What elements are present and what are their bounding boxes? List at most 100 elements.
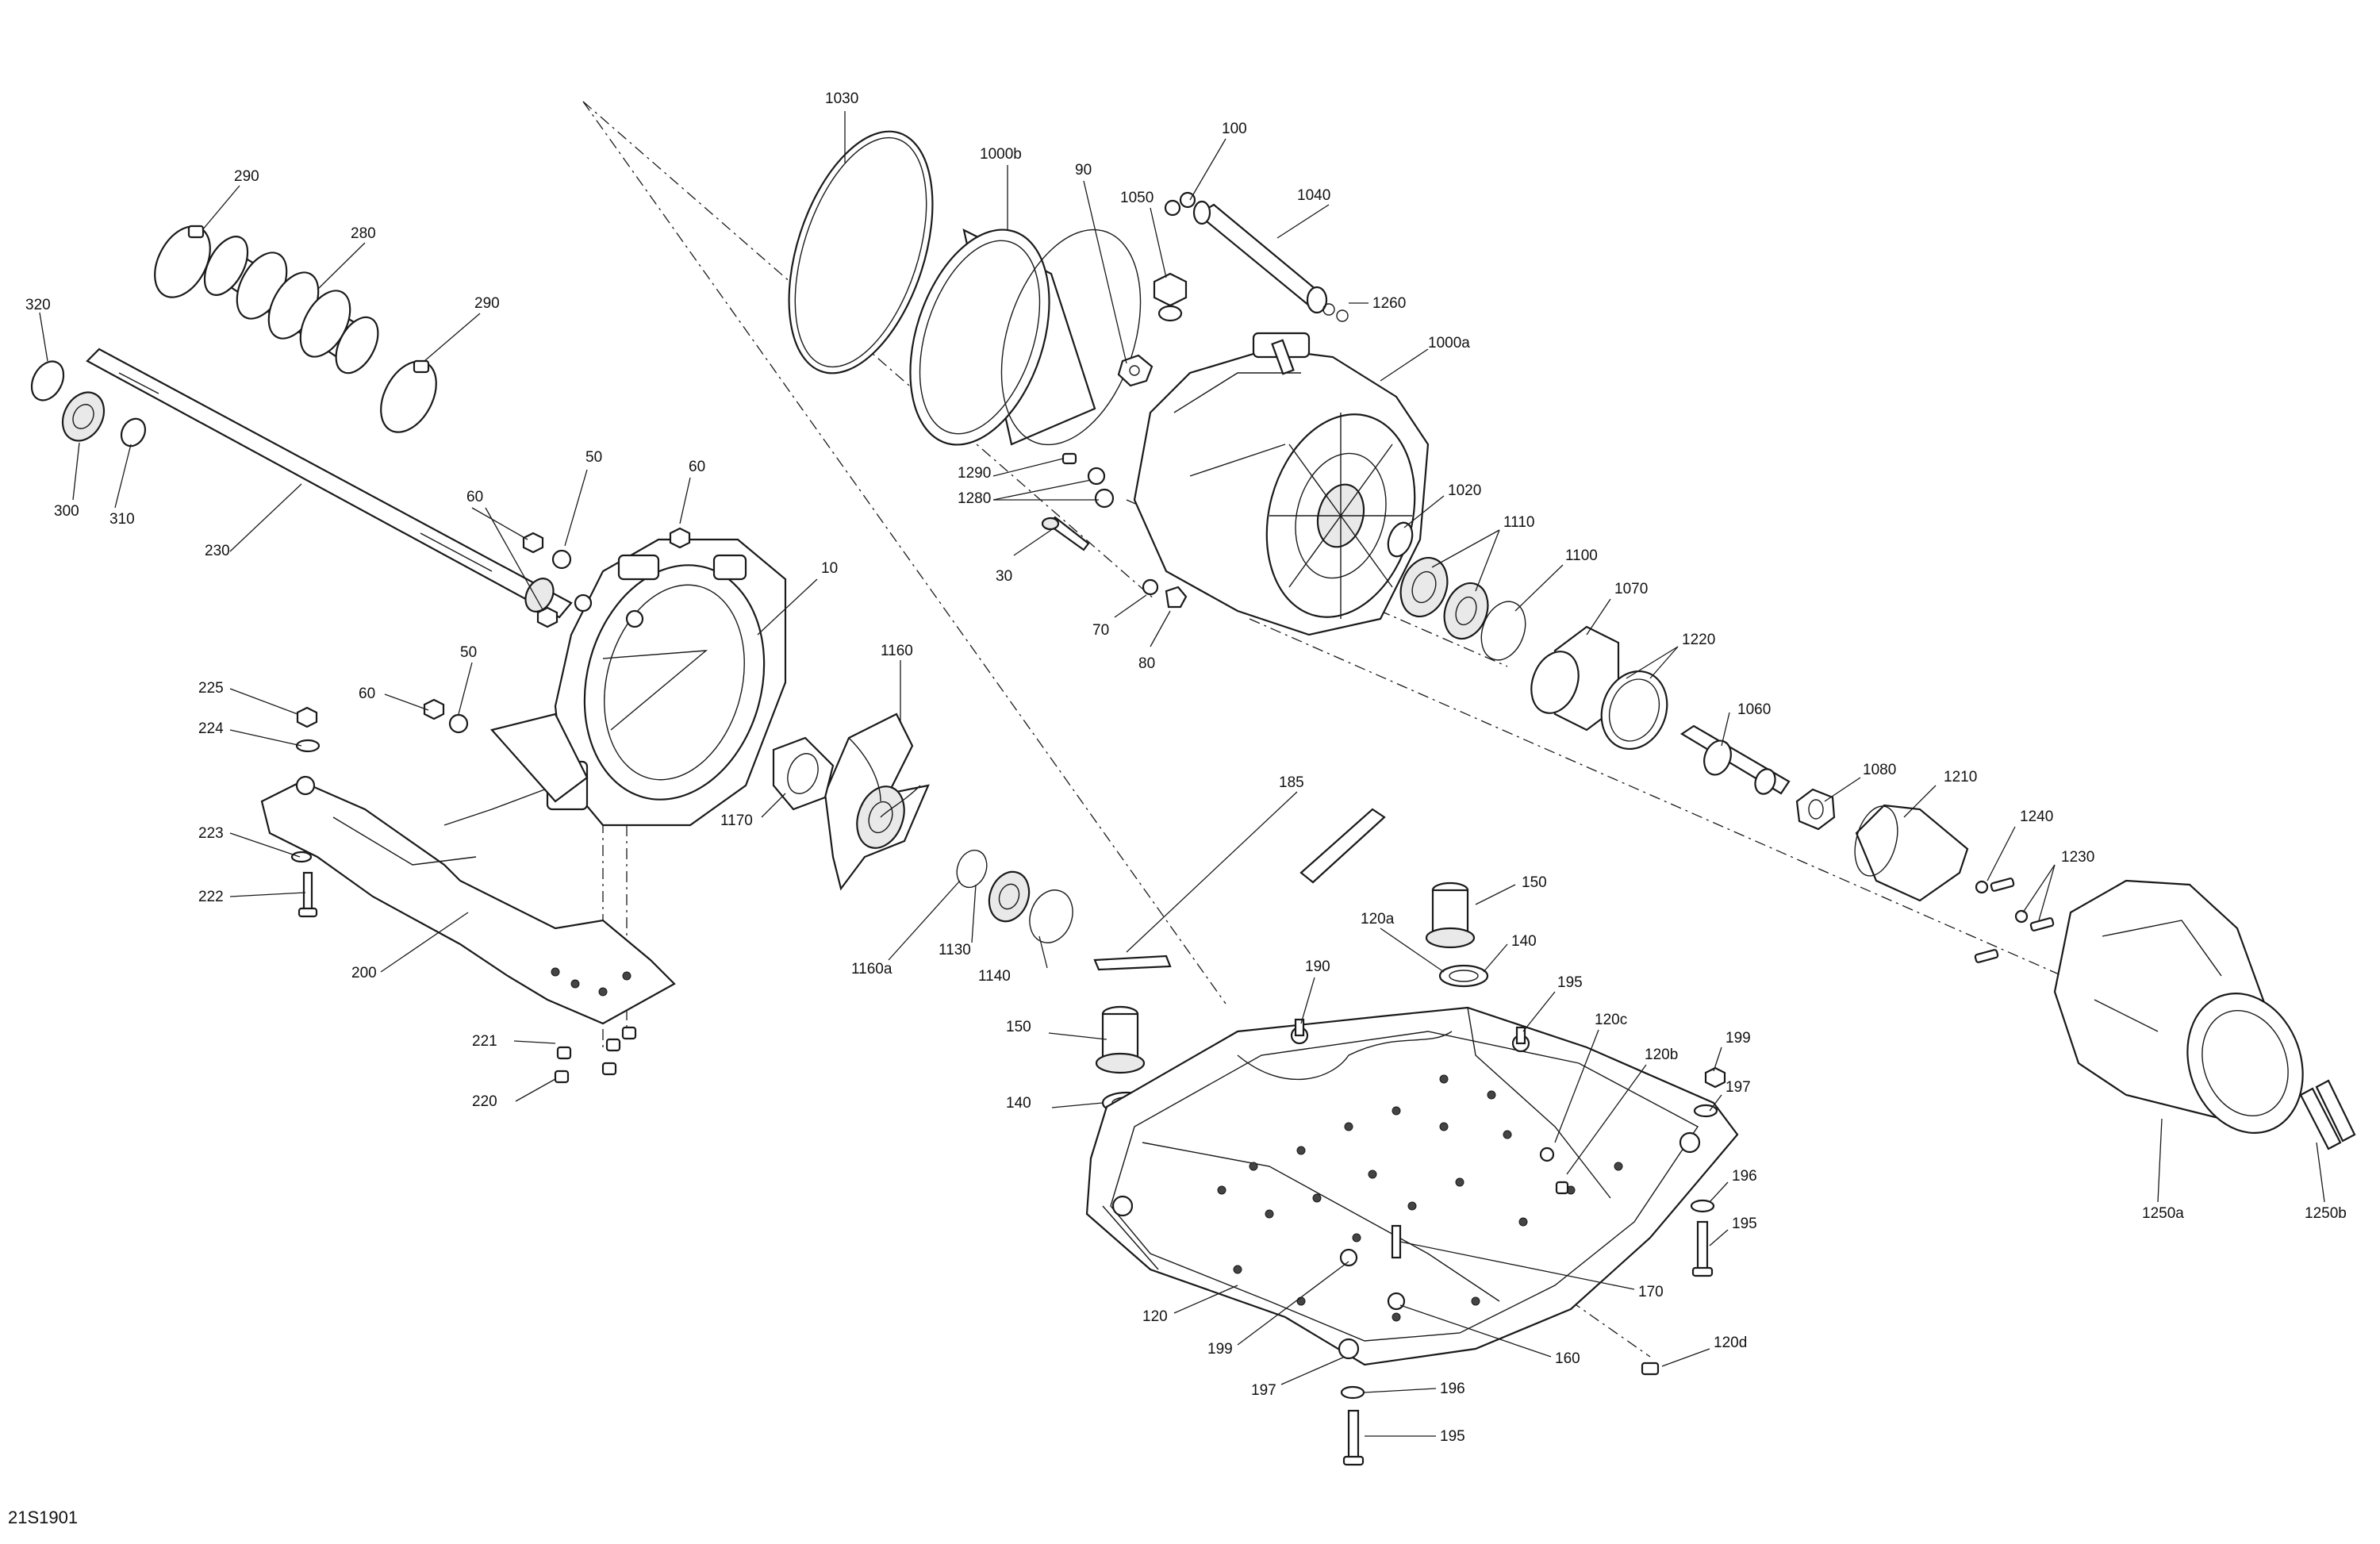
callout-label: 221 — [472, 1033, 497, 1050]
drain-plug-part — [1142, 578, 1188, 609]
fastener-part — [290, 706, 637, 1084]
tube-part — [1192, 200, 1328, 314]
callout-label: 1040 — [1297, 187, 1330, 204]
callout-label: 150 — [1006, 1019, 1031, 1035]
callout-label: 140 — [1511, 933, 1537, 950]
figure-id: 21S1901 — [8, 1508, 78, 1527]
callout-label: 60 — [359, 686, 375, 702]
screw-part — [1041, 452, 1115, 551]
clamp-part — [30, 225, 437, 433]
callout-label: 10 — [821, 560, 838, 577]
callout-label: 100 — [1222, 121, 1247, 137]
callout-label: 1000b — [980, 146, 1022, 163]
callout-label: 1170 — [720, 812, 753, 829]
impeller-sleeve-part — [772, 736, 835, 811]
callout-label: 1240 — [2020, 808, 2053, 825]
callout-label: 300 — [54, 503, 79, 520]
callout-label: 160 — [1555, 1350, 1580, 1367]
pump-adaptor-part — [546, 538, 787, 827]
callout-label: 310 — [109, 511, 135, 528]
bracket-part — [260, 712, 676, 1025]
callout-label: 1050 — [1120, 190, 1154, 206]
pump-liner-part — [909, 228, 1142, 446]
callout-label: 120d — [1714, 1335, 1747, 1351]
callout-label: 1250b — [2305, 1205, 2347, 1222]
callout-label: 1000a — [1428, 335, 1470, 351]
callout-label: 1110 — [1503, 514, 1534, 531]
callout-label: 1140 — [978, 968, 1011, 985]
callout-label: 90 — [1075, 162, 1092, 179]
callout-label: 190 — [1305, 958, 1330, 975]
boot-part — [203, 236, 379, 374]
callout-label: 1210 — [1944, 769, 1977, 785]
callout-label: 1030 — [825, 90, 858, 107]
callout-label: 60 — [466, 489, 483, 505]
callout-label: 185 — [1279, 774, 1304, 791]
callout-label: 1130 — [939, 942, 971, 958]
callout-label: 1250a — [2142, 1205, 2184, 1222]
bearing-stack-part — [1387, 521, 1668, 751]
nut-part — [1795, 788, 1836, 831]
seal-carrier-part — [61, 391, 147, 447]
impeller-shaft-part — [1679, 724, 1791, 795]
callout-label: 60 — [689, 459, 705, 475]
callout-label: 290 — [234, 168, 259, 185]
wear-ring-part — [788, 130, 934, 374]
callout-leaders — [39, 111, 2325, 1437]
callout-label: 50 — [460, 644, 477, 661]
callout-label: 1080 — [1863, 762, 1896, 778]
callout-label: 120c — [1595, 1012, 1627, 1028]
callout-label: 195 — [1440, 1428, 1465, 1445]
callout-label: 230 — [205, 543, 230, 559]
callout-label: 120b — [1645, 1047, 1678, 1063]
callout-label: 225 — [198, 680, 224, 697]
ring-part — [956, 849, 1073, 943]
callout-label: 290 — [474, 295, 500, 312]
venturi-insert-part — [2299, 1079, 2356, 1150]
callout-label: 70 — [1092, 622, 1109, 639]
cone-part — [1854, 804, 1969, 902]
callout-label: 150 — [1522, 874, 1547, 891]
callout-label: 1020 — [1448, 482, 1481, 499]
plug-part — [1153, 272, 1188, 322]
callout-label: 1260 — [1372, 295, 1406, 312]
callout-label: 195 — [1557, 974, 1583, 991]
callout-label: 199 — [1207, 1341, 1233, 1358]
callout-label: 1100 — [1565, 547, 1598, 564]
bolt-part — [1974, 878, 2055, 963]
callout-label: 120a — [1361, 911, 1395, 928]
ride-plate-holes — [1217, 1074, 1623, 1322]
callout-label: 50 — [585, 449, 602, 466]
callout-label: 1070 — [1614, 581, 1648, 597]
nut-washer-part — [423, 527, 691, 734]
venturi-part — [2053, 879, 2304, 1134]
pump-housing-part — [1133, 332, 1430, 636]
callout-label: 223 — [198, 825, 224, 842]
callout-label: 1230 — [2061, 849, 2094, 866]
callout-label: 1220 — [1682, 632, 1715, 648]
callout-label: 224 — [198, 720, 224, 737]
impeller-part — [823, 712, 930, 891]
callout-label: 120 — [1142, 1308, 1168, 1325]
callout-label: 320 — [25, 297, 51, 313]
callout-label: 197 — [1726, 1079, 1751, 1096]
strip-part — [1093, 808, 1386, 971]
callout-label: 140 — [1006, 1095, 1031, 1112]
o-ring-part — [1322, 303, 1349, 322]
washer-part — [1164, 191, 1196, 217]
callout-label: 222 — [198, 889, 224, 905]
callout-label: 1160 — [881, 643, 913, 659]
callout-label: 220 — [472, 1093, 497, 1110]
callout-label: 1160a — [851, 961, 892, 977]
callout-labels: 1030 1000b 90 100 1050 1040 1260 1000a 2… — [25, 90, 2347, 1445]
callout-label: 1060 — [1737, 701, 1771, 718]
callout-label: 80 — [1138, 655, 1155, 672]
fitting-part — [1117, 354, 1154, 387]
callout-label: 170 — [1638, 1284, 1664, 1300]
callout-label: 196 — [1440, 1381, 1465, 1397]
callout-label: 196 — [1732, 1168, 1757, 1185]
callout-label: 200 — [351, 965, 377, 981]
callout-label: 197 — [1251, 1382, 1276, 1399]
